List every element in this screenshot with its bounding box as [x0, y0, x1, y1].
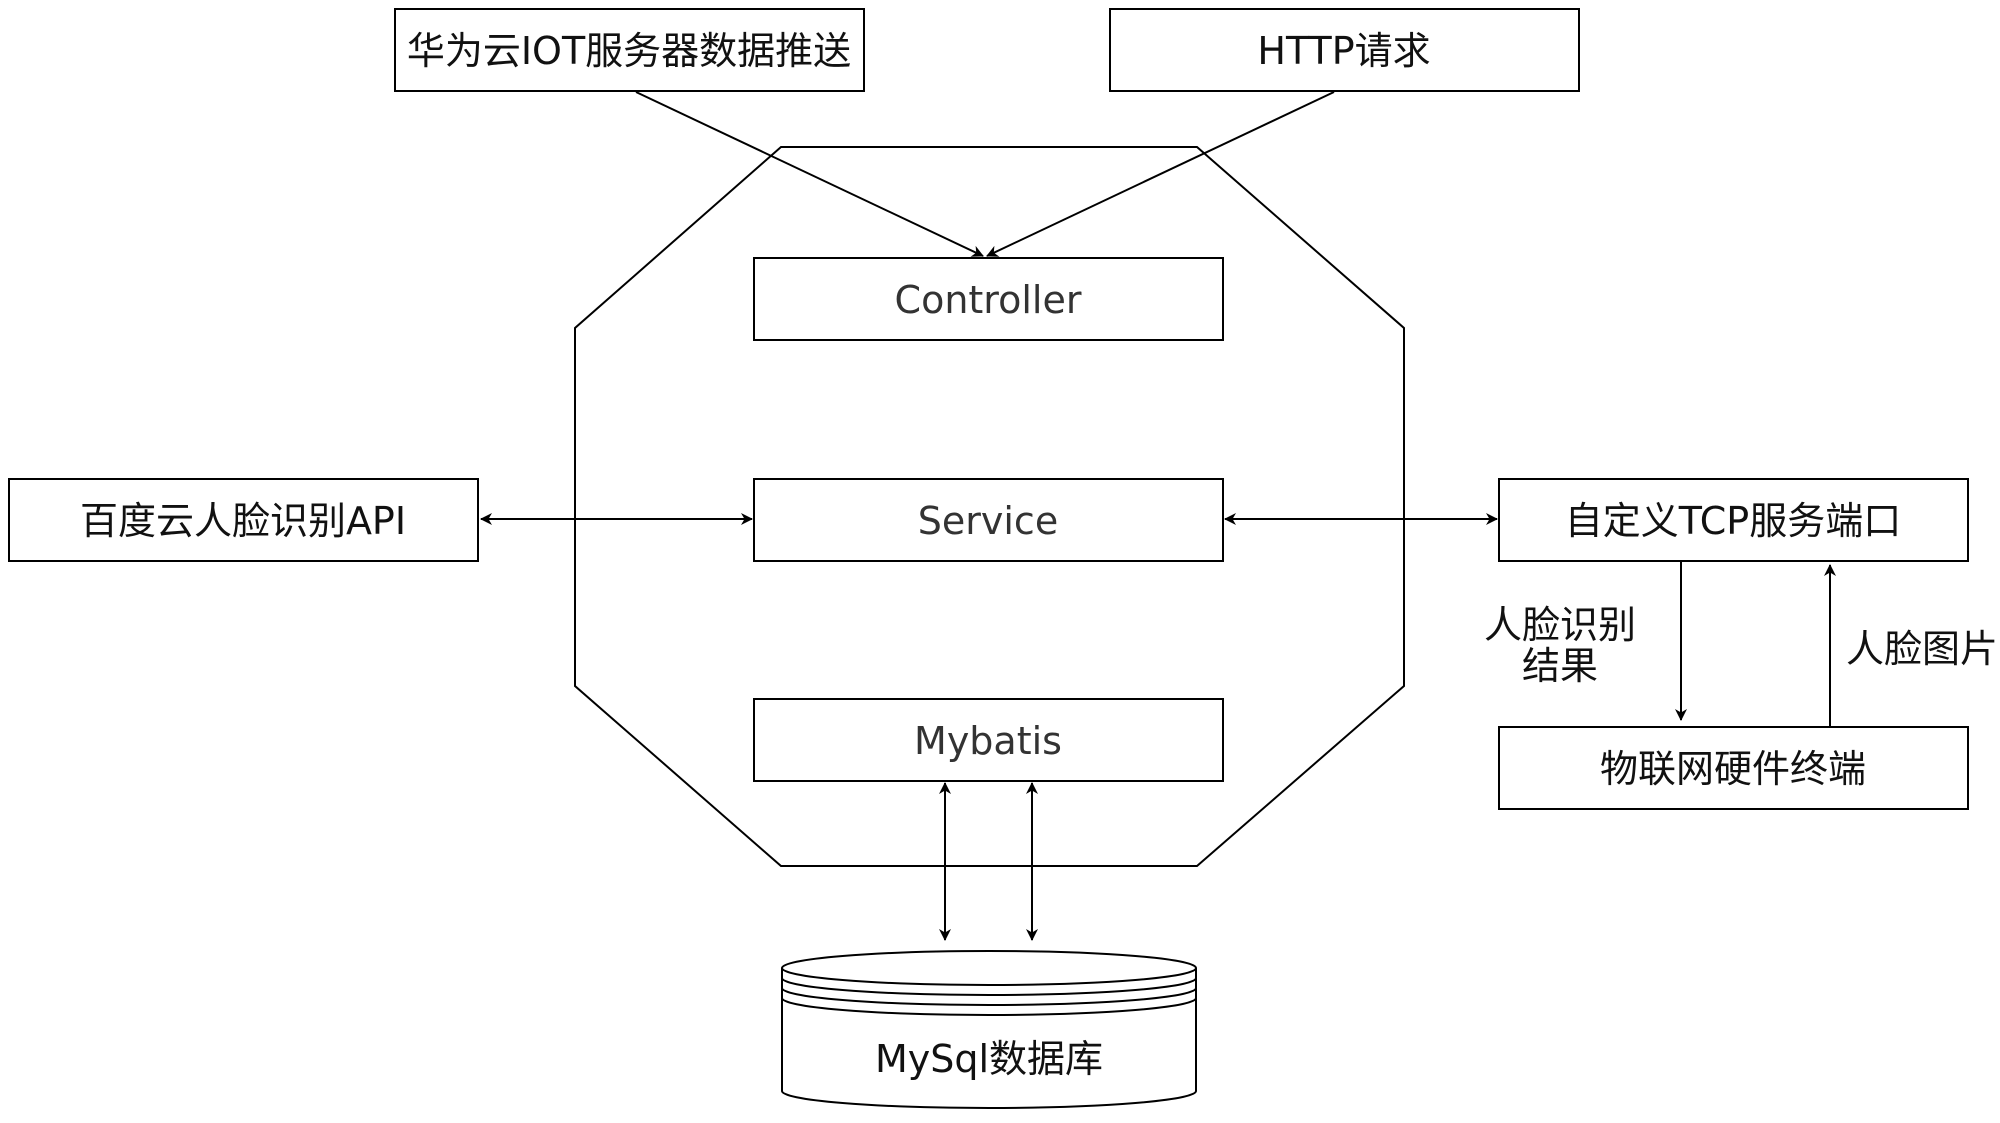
face-result-label-line2: 结果 [1522, 644, 1598, 688]
face-image-label: 人脸图片 [1846, 627, 1998, 671]
http-request-label: HTTP请求 [1257, 29, 1430, 73]
huawei-iot-push-box: 华为云IOT服务器数据推送 [394, 8, 865, 92]
connector-http-to-controller [986, 91, 1335, 257]
baidu-face-api-label: 百度云人脸识别API [80, 499, 406, 543]
mybatis-label: Mybatis [914, 719, 1062, 763]
application-octagon [574, 146, 1405, 867]
connector-huawei-to-controller [635, 91, 984, 257]
iot-terminal-label: 物联网硬件终端 [1600, 747, 1866, 791]
iot-terminal-box: 物联网硬件终端 [1498, 726, 1969, 810]
controller-box: Controller [753, 257, 1224, 341]
service-label: Service [918, 499, 1058, 543]
mybatis-box: Mybatis [753, 698, 1224, 782]
custom-tcp-port-box: 自定义TCP服务端口 [1498, 478, 1969, 562]
controller-label: Controller [895, 278, 1082, 322]
mysql-database-cylinder: MySql数据库 [781, 950, 1197, 1109]
baidu-face-api-box: 百度云人脸识别API [8, 478, 479, 562]
huawei-iot-push-label: 华为云IOT服务器数据推送 [407, 29, 851, 73]
service-box: Service [753, 478, 1224, 562]
mysql-database-label: MySql数据库 [875, 1037, 1103, 1081]
custom-tcp-port-label: 自定义TCP服务端口 [1565, 499, 1901, 543]
http-request-box: HTTP请求 [1109, 8, 1580, 92]
face-result-label-line1: 人脸识别 [1484, 603, 1636, 647]
